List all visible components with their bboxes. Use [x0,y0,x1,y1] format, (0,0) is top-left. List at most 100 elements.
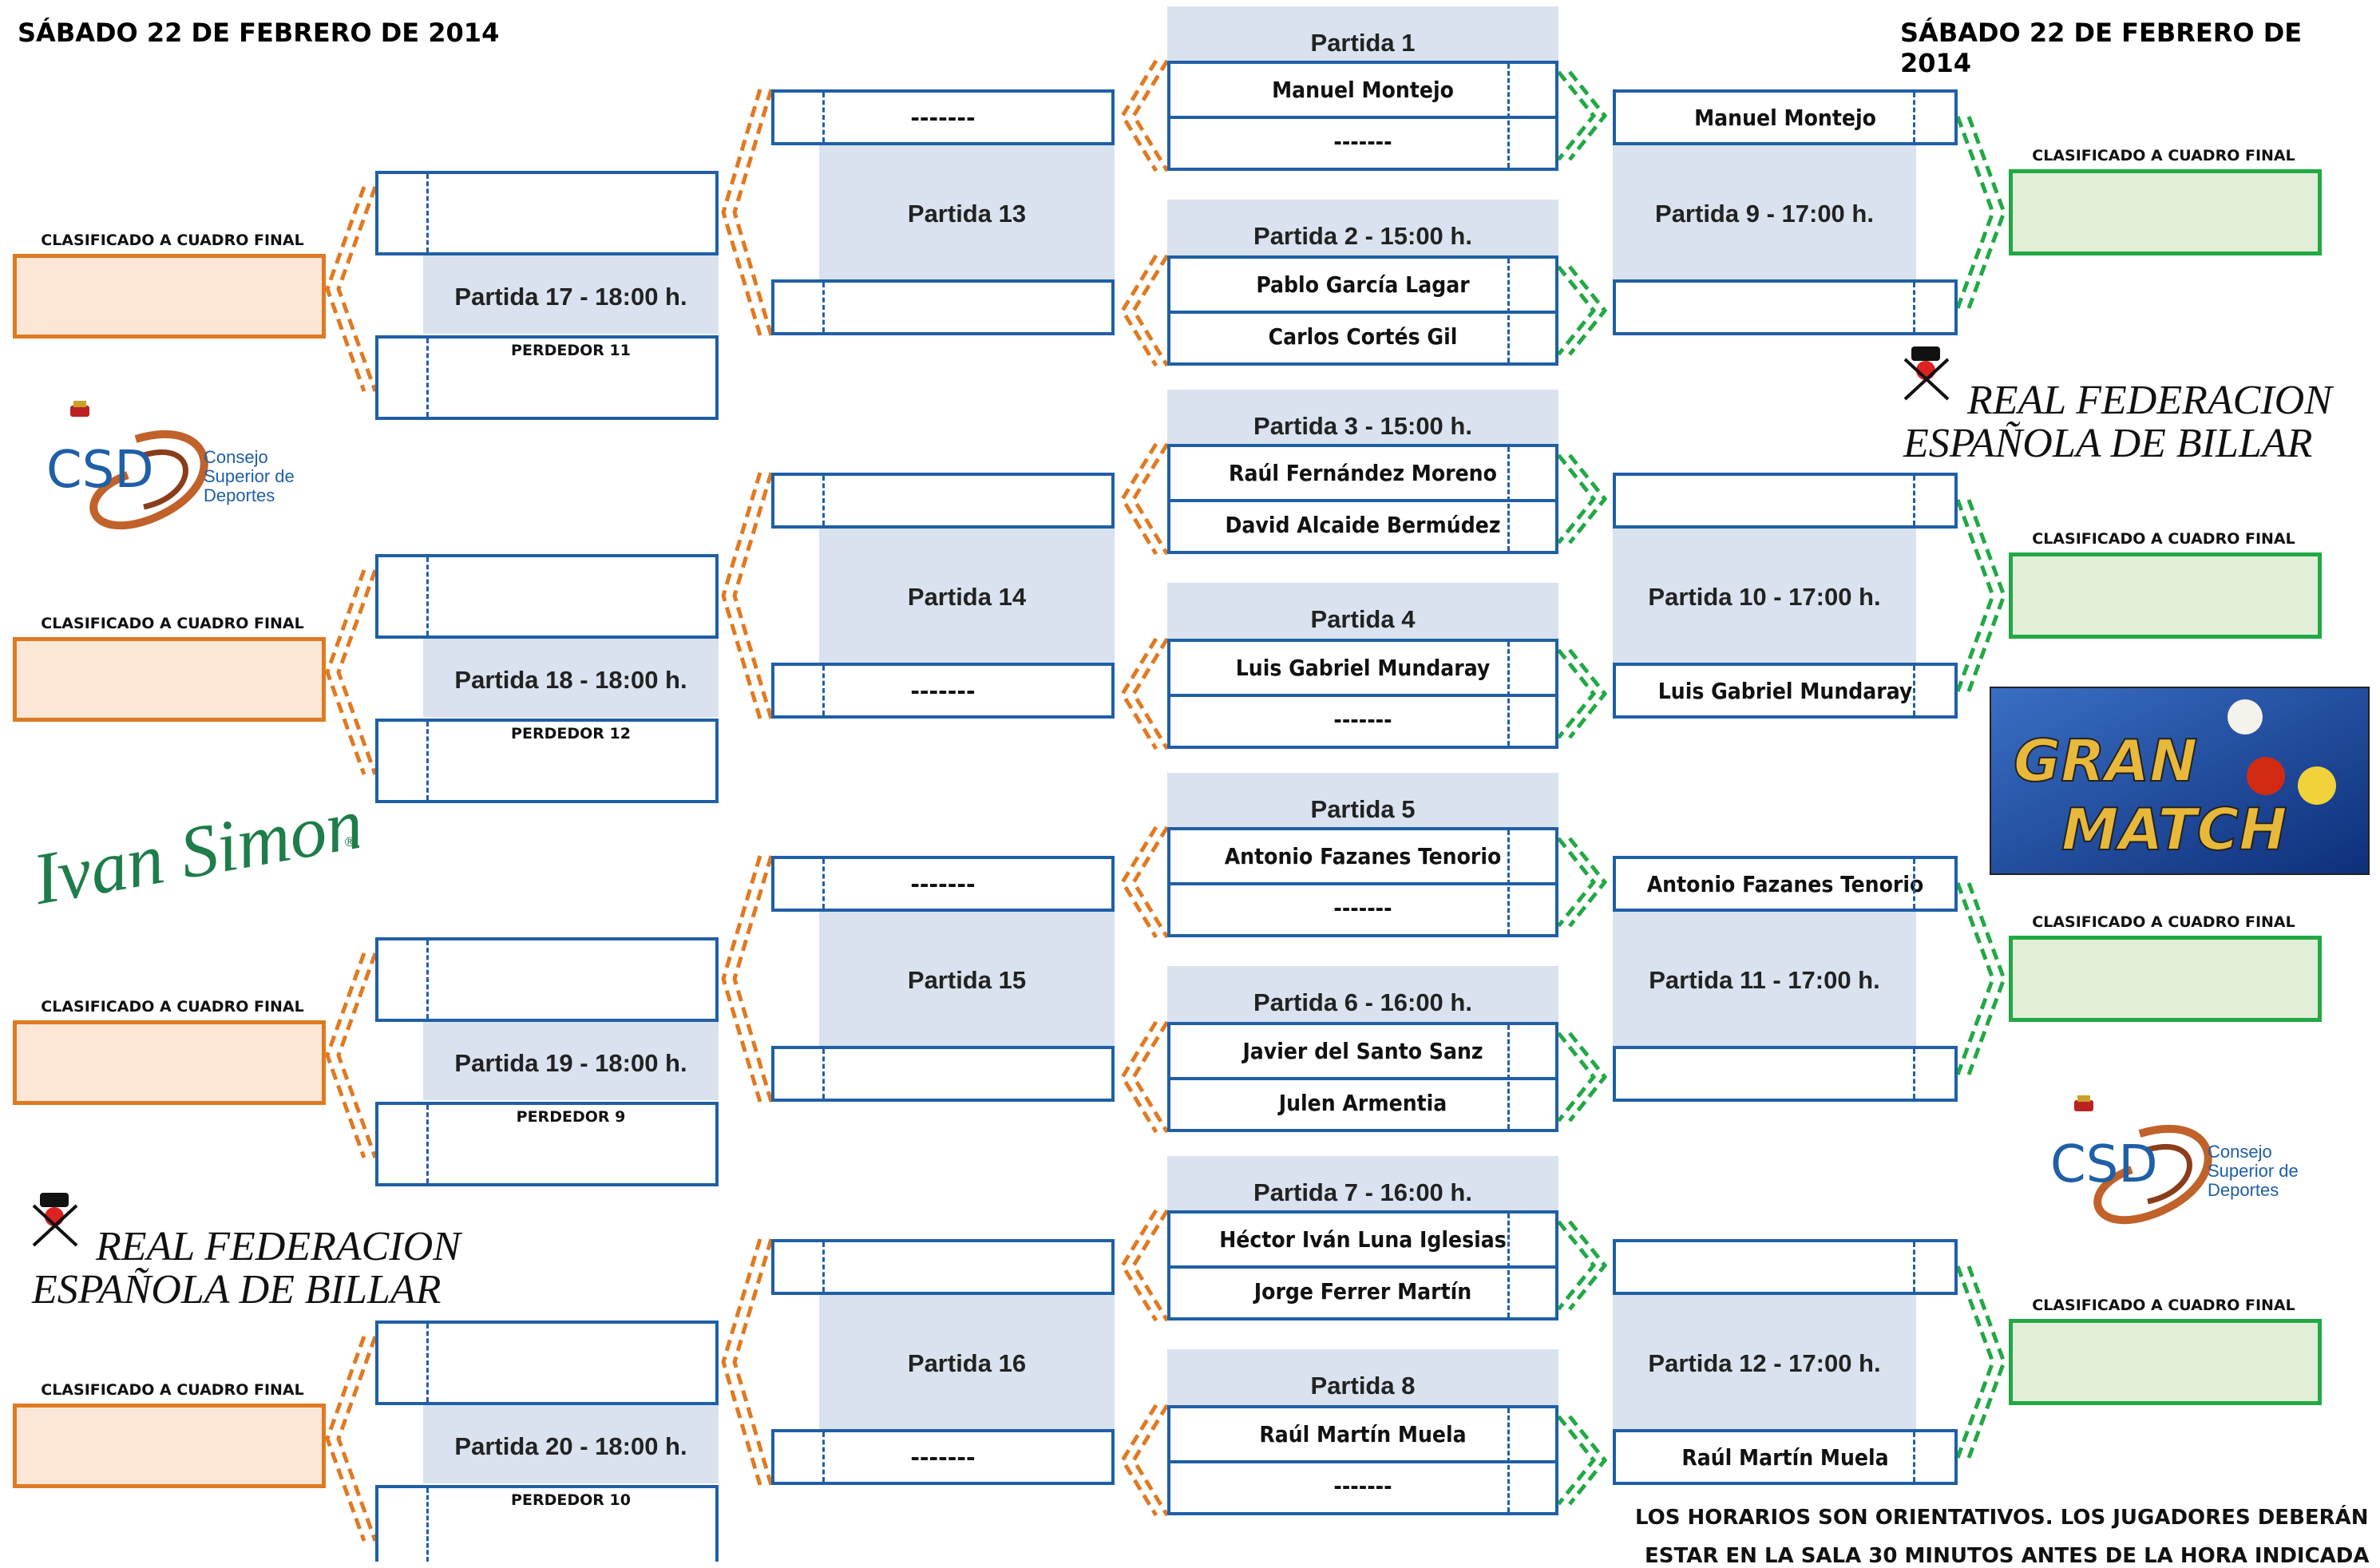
player-slot: Antonio Fazanes Tenorio [1224,843,1502,869]
l2-shade-20 [423,1404,719,1483]
r1-label-4: Partida 4 [1310,605,1416,633]
l1-slot-13a[interactable]: ------- [771,89,1115,145]
l1-slot-13b[interactable] [771,279,1115,335]
r1-shade-8 [1167,1349,1558,1407]
connector-r1b-l1 [1120,1020,1170,1134]
r1-shade-4 [1167,583,1558,640]
qualified-label: CLASIFICADO A CUADRO FINAL [41,1381,304,1399]
w-slot-10a[interactable] [1613,473,1958,529]
connector-r1a-l1 [1120,826,1170,939]
perdedor-label: PERDEDOR 10 [511,1491,631,1509]
connector-l2-q [325,1336,378,1542]
player-slot: Jorge Ferrer Martín [1253,1278,1472,1305]
l2-slot-20b[interactable] [375,1485,719,1562]
l1-slot-15b[interactable] [771,1046,1115,1102]
gran-match-logo: GRAN MATCH [1988,685,2371,877]
l2-slot-19b[interactable] [375,1102,719,1186]
r1-match-2[interactable]: Pablo García Lagar Carlos Cortés Gil [1167,255,1558,366]
r1-match-5[interactable]: Antonio Fazanes Tenorio ------- [1167,827,1558,937]
svg-text:MATCH: MATCH [2061,796,2287,863]
qualified-slot-right-1[interactable] [2009,169,2322,255]
l2-slot-17a[interactable] [375,171,719,255]
connector-r1a-w [1557,70,1608,161]
l2-slot-17b[interactable] [375,335,719,420]
l1-label-14: Partida 14 [907,583,1027,611]
w-label-9: Partida 9 - 17:00 h. [1655,200,1874,228]
player-slot: Raúl Martín Muela [1259,1421,1467,1447]
connector-l2-q [325,952,378,1158]
l2-slot-18b[interactable] [375,719,719,803]
qualified-slot-left-4[interactable] [13,1404,326,1488]
l1-slot-14a[interactable] [771,473,1115,529]
l2-slot-19a[interactable] [375,937,719,1022]
svg-text:®: ® [343,834,356,849]
qualified-slot-right-4[interactable] [2009,1319,2322,1405]
w-slot-9b[interactable] [1613,279,1958,335]
w-slot-9a[interactable]: Manuel Montejo [1613,89,1958,145]
qualified-label: CLASIFICADO A CUADRO FINAL [41,232,304,249]
w-slot-12a[interactable] [1613,1239,1958,1295]
r1-match-1[interactable]: Manuel Montejo ------- [1167,61,1558,171]
l2-label-20: Partida 20 - 18:00 h. [454,1432,687,1460]
svg-text:Consejo: Consejo [2208,1142,2272,1162]
perdedor-label: PERDEDOR 9 [516,1108,626,1126]
w-slot-11a[interactable]: Antonio Fazanes Tenorio [1613,856,1958,912]
player-slot: ------- [910,104,976,131]
l2-shade-18 [423,637,719,717]
r1-match-6[interactable]: Javier del Santo Sanz Julen Armentia [1167,1022,1558,1132]
l2-label-17: Partida 17 - 18:00 h. [454,283,687,311]
qualified-label: CLASIFICADO A CUADRO FINAL [41,998,304,1016]
footnote-line-2: ESTAR EN LA SALA 30 MINUTOS ANTES DE LA … [1645,1544,2370,1568]
r1-match-8[interactable]: Raúl Martín Muela ------- [1167,1405,1558,1515]
w-slot-11b[interactable] [1613,1046,1958,1102]
r1-shade-2 [1167,200,1558,257]
l2-slot-18a[interactable] [375,554,719,639]
connector-r1b-l1 [1120,1404,1170,1517]
qualified-label: CLASIFICADO A CUADRO FINAL [2032,147,2295,164]
r1-label-7: Partida 7 - 16:00 h. [1253,1178,1472,1206]
l1-shade-16 [819,1293,1115,1429]
player-slot: Javier del Santo Sanz [1242,1038,1483,1064]
l2-slot-20a[interactable] [375,1321,719,1405]
r1-match-3[interactable]: Raúl Fernández Moreno David Alcaide Berm… [1167,444,1558,554]
l1-shade-15 [819,910,1115,1046]
qualified-slot-left-1[interactable] [13,254,326,339]
svg-text:Superior de: Superior de [204,466,295,486]
w-slot-12b[interactable]: Raúl Martín Muela [1613,1429,1958,1485]
player-slot: Manuel Montejo [1272,77,1454,103]
qualified-label: CLASIFICADO A CUADRO FINAL [2032,530,2295,548]
player-slot: Carlos Cortés Gil [1268,323,1458,350]
r1-match-4[interactable]: Luis Gabriel Mundaray ------- [1167,639,1558,749]
qualified-slot-left-2[interactable] [13,637,326,722]
connector-r1b-w [1557,265,1608,356]
qualified-slot-right-3[interactable] [2009,936,2322,1022]
player-slot: ------- [910,1443,976,1471]
w-label-10: Partida 10 - 17:00 h. [1648,583,1881,611]
r1-shade-3 [1167,390,1558,445]
connector-r1b-w [1557,1031,1608,1123]
player-slot: Héctor Iván Luna Iglesias [1219,1226,1507,1253]
w-label-11: Partida 11 - 17:00 h. [1649,966,1880,994]
l1-slot-16b[interactable]: ------- [771,1429,1115,1485]
qualified-slot-right-2[interactable] [2009,552,2322,639]
r1-shade-1 [1167,6,1558,62]
connector-l2-q [325,569,378,775]
r1-match-7[interactable]: Héctor Iván Luna Iglesias Jorge Ferrer M… [1167,1210,1558,1321]
connector-w-q [1955,116,2006,309]
w-shade-10 [1613,527,1916,663]
connector-l1-l2 [721,89,774,336]
l1-shade-13 [819,144,1115,279]
qualified-slot-left-3[interactable] [13,1020,326,1105]
connector-r1a-l1 [1120,59,1170,172]
svg-text:Deportes: Deportes [2208,1180,2279,1200]
perdedor-label: PERDEDOR 11 [511,342,631,359]
connector-l1-l2 [721,1238,774,1486]
l1-slot-15a[interactable]: ------- [771,856,1115,912]
l1-slot-16a[interactable] [771,1239,1115,1295]
l1-slot-14b[interactable]: ------- [771,663,1115,719]
player-slot: David Alcaide Bermúdez [1225,512,1501,538]
connector-w-q [1955,499,2006,692]
l1-label-13: Partida 13 [907,200,1027,228]
w-slot-10b[interactable]: Luis Gabriel Mundaray [1613,663,1958,719]
